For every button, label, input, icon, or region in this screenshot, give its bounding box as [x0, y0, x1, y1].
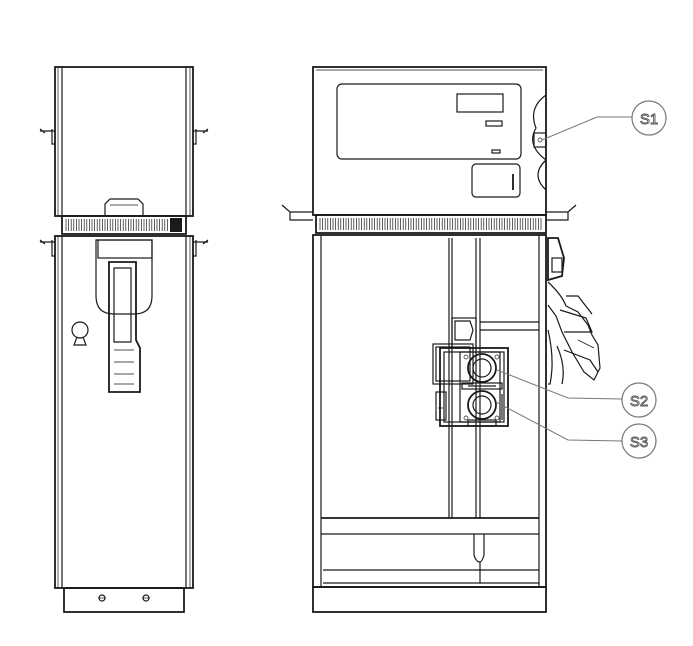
callout-label-s3: S3: [630, 434, 648, 451]
side-view-upper-housing: [39, 66, 209, 217]
side-view-grill-band: [61, 215, 187, 235]
front-view-grill-band: [315, 214, 547, 234]
callout-s3: S3: [495, 401, 657, 459]
callout-s2: S2: [496, 369, 657, 418]
callout-s1: S1: [541, 100, 667, 141]
side-view-lower-body: [39, 235, 209, 613]
side-view: [39, 66, 209, 613]
pump-meter-assembly: [432, 317, 509, 427]
nozzle-holster: [547, 237, 601, 385]
front-view-cabinet: [312, 234, 547, 613]
callout-label-s2: S2: [630, 393, 648, 410]
callout-label-s1: S1: [640, 111, 658, 128]
front-view-head: [281, 66, 577, 221]
front-view: [281, 66, 601, 613]
